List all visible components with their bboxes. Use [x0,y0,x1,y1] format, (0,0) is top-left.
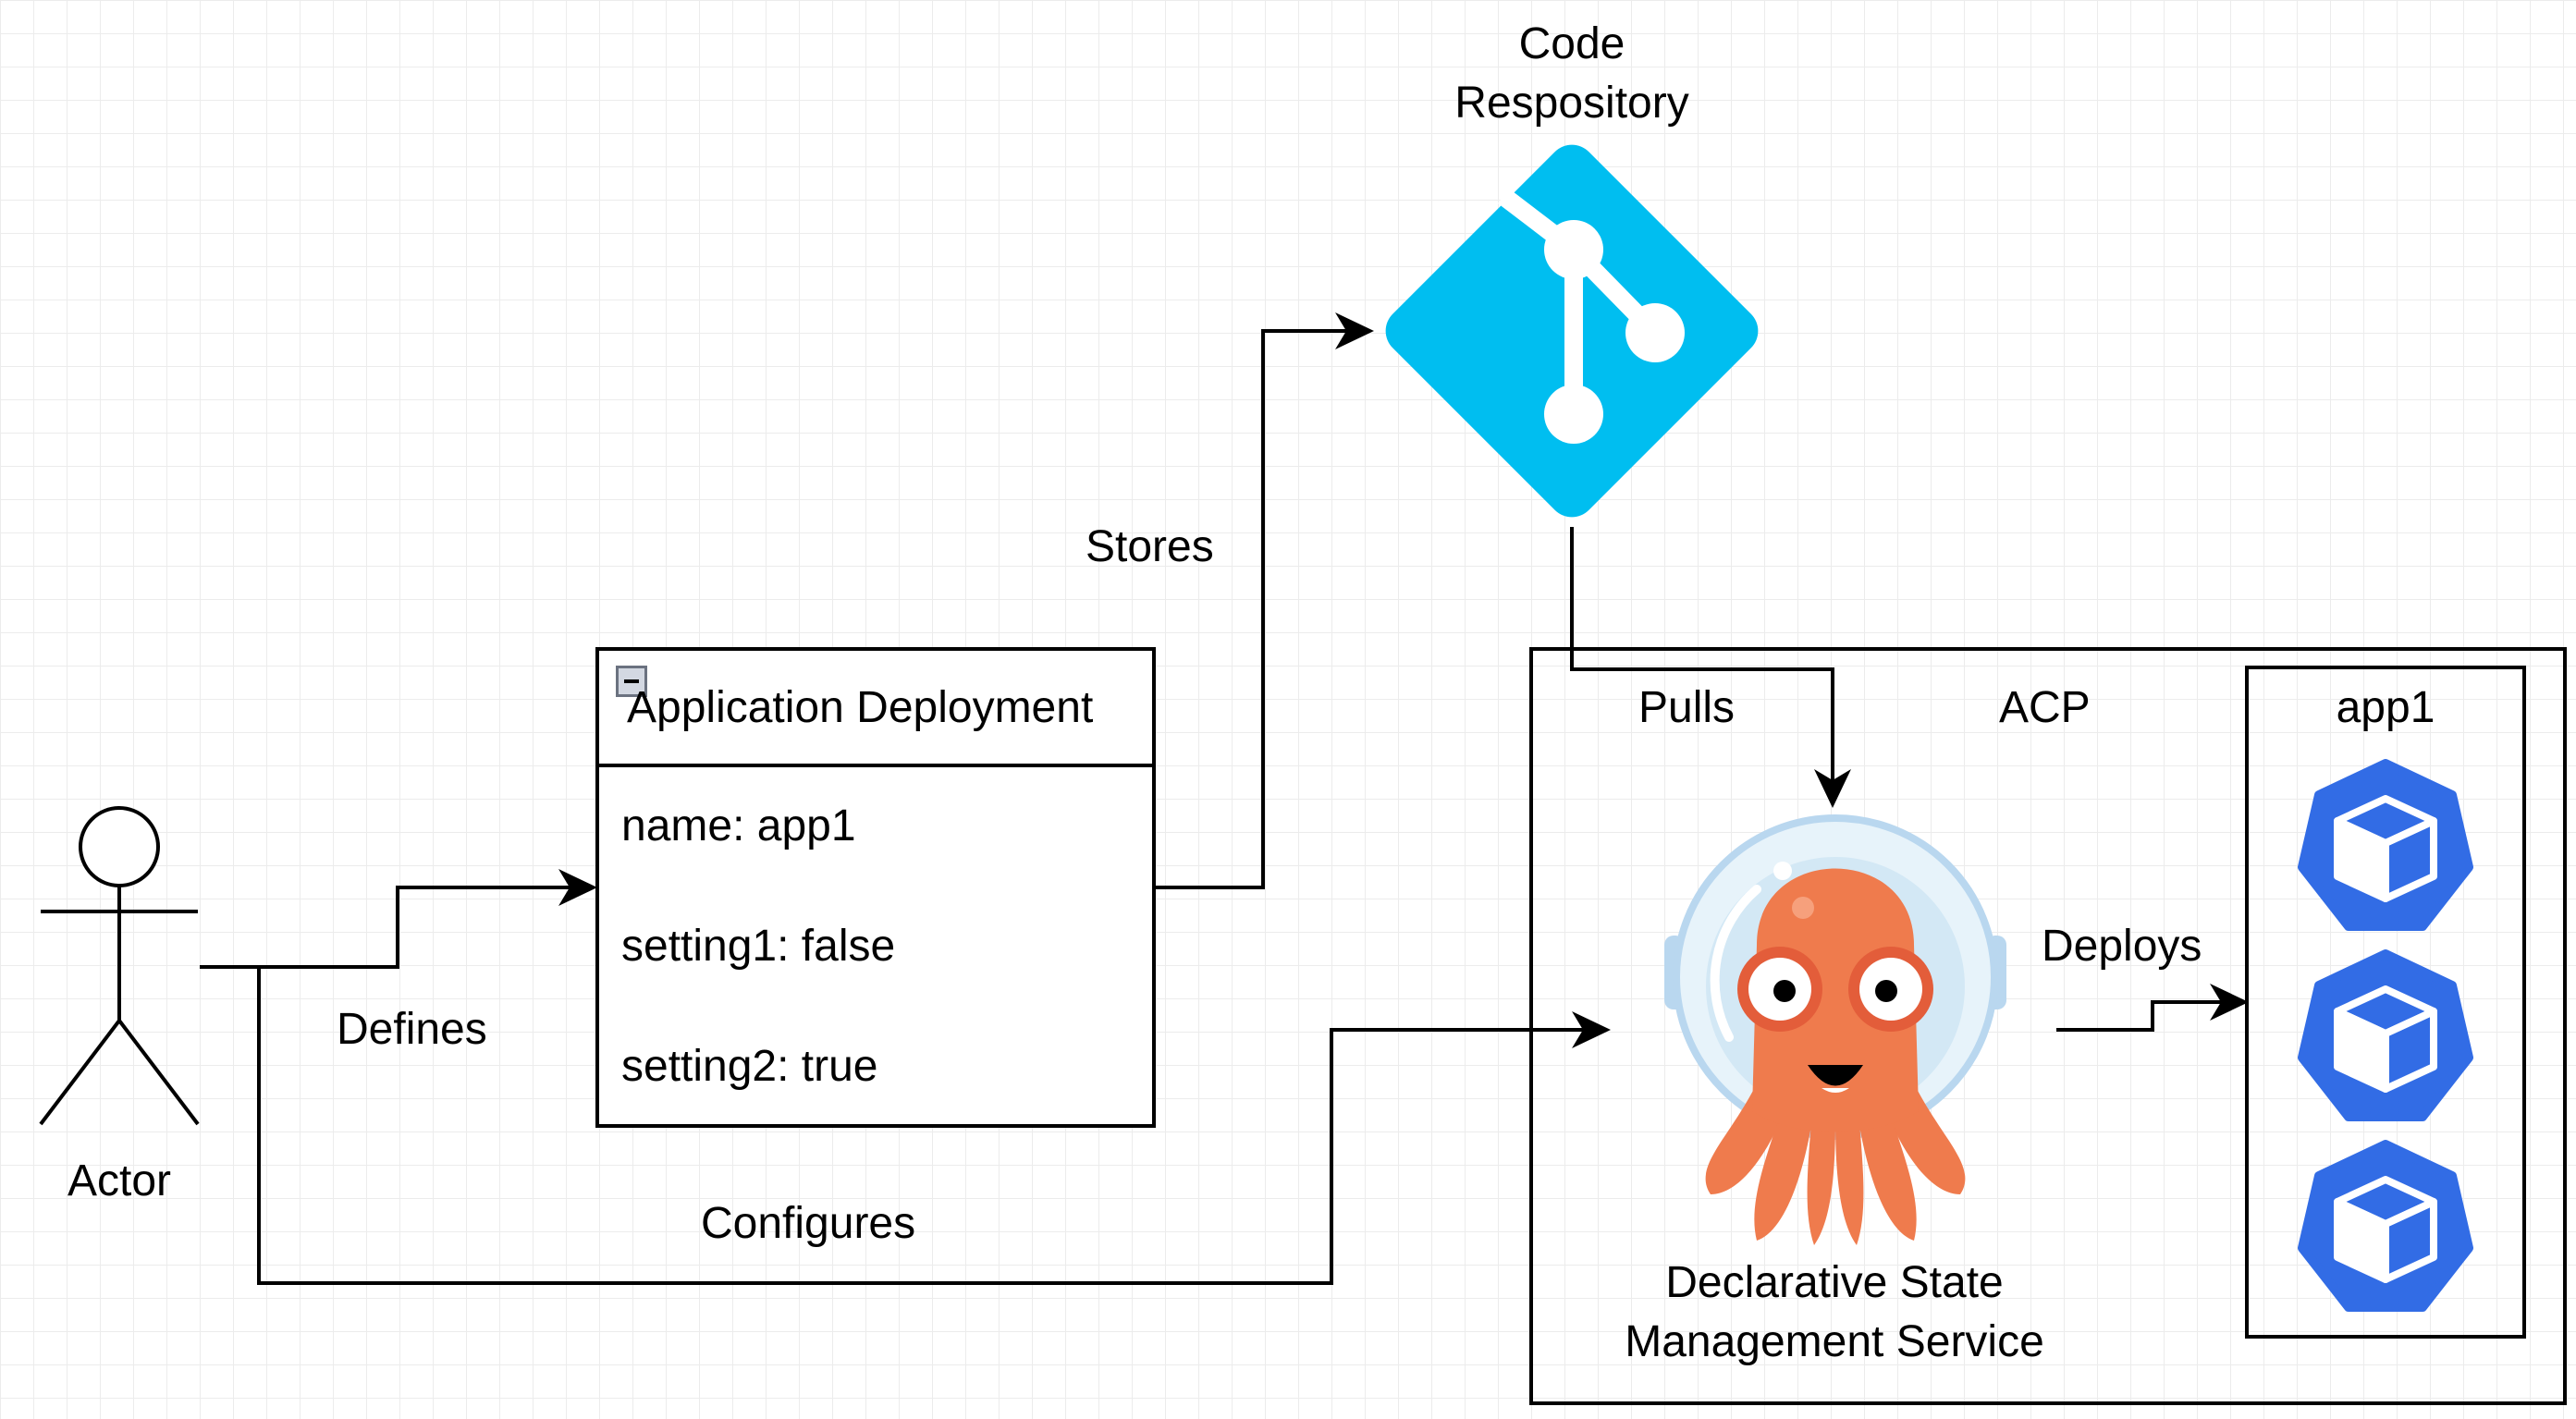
actor-label: Actor [67,1156,172,1205]
edge-configures [257,967,1600,1285]
service-label-line2: Management Service [1625,1317,2044,1366]
edge-deploys [2056,1000,2238,1032]
acp-container [1529,647,2567,1405]
edge-stores-arrowhead [1335,312,1374,349]
application-deployment-box: Application Deployment name: app1 settin… [595,647,1156,1128]
edge-defines-arrowhead [558,869,597,906]
edge-label-deploys: Deploys [2042,922,2202,971]
application-deployment-title: Application Deployment [627,683,1094,732]
edge-deploys-arrowhead [2210,984,2249,1021]
kubernetes-pod-icon [2298,759,2473,931]
argo-octopus-icon [1664,814,2006,1245]
acp-label: ACP [1999,683,2091,732]
edge-pulls [1570,527,1834,797]
kubernetes-pod-icon [2298,1140,2473,1312]
edge-pulls-arrowhead [1814,769,1851,808]
edge-label-stores: Stores [1086,522,1214,571]
application-deployment-header: Application Deployment [599,651,1152,767]
actor-figure [39,806,200,1126]
collapse-toggle-icon[interactable] [616,666,647,697]
repository-label-line2: Respository [1454,79,1689,128]
edge-defines [200,886,592,969]
app1-container [2245,666,2526,1339]
git-icon [1385,144,1759,518]
repository-label-line1: Code [1518,19,1625,68]
service-label-line1: Declarative State [1665,1258,2004,1307]
edge-label-defines: Defines [337,1005,487,1054]
edge-label-configures: Configures [701,1199,916,1248]
field-name: name: app1 [621,801,856,850]
field-setting2: setting2: true [621,1042,878,1091]
edge-configures-arrowhead [1572,1011,1611,1048]
field-setting1: setting1: false [621,922,896,971]
app1-label: app1 [2336,683,2435,732]
edge-stores [1156,329,1359,889]
kubernetes-pod-icon [2298,949,2473,1121]
edge-label-pulls: Pulls [1638,683,1736,732]
